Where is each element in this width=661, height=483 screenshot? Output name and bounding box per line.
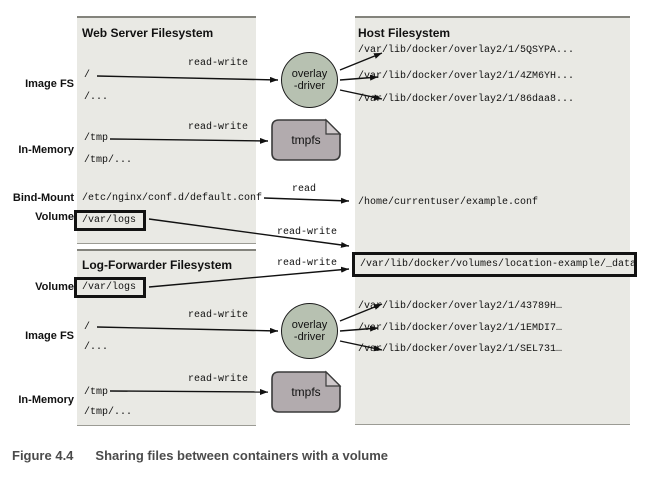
- web-volume-path: /var/logs: [82, 215, 137, 226]
- arrow-logf-tmp-to-tmpfs: [109, 388, 269, 395]
- edge-label-read-write: read-write: [277, 258, 338, 269]
- web-server-panel-title: Web Server Filesystem: [82, 26, 214, 40]
- host-bind-target-path: /home/currentuser/example.conf: [358, 197, 539, 208]
- logf-root-path: /: [84, 322, 91, 333]
- overlay-driver-node: overlay -driver: [281, 52, 338, 108]
- arrow-logf-volume-to-target: [148, 266, 350, 288]
- row-label-image-fs-1: Image FS: [25, 78, 74, 90]
- edge-label-read: read: [292, 184, 317, 195]
- host-overlay-path: /var/lib/docker/overlay2/1/5QSYPA...: [358, 45, 575, 56]
- arrow-overlay1-to-path2: [339, 74, 379, 81]
- host-overlay-path: /var/lib/docker/overlay2/1/4ZM6YH...: [358, 71, 575, 82]
- edge-label-read-write: read-write: [188, 122, 249, 133]
- overlay-driver-label-line2: -driver: [293, 80, 326, 92]
- overlay-driver-label-line2: -driver: [293, 331, 326, 343]
- arrow-overlay1-to-path3: [339, 89, 383, 101]
- tmpfs-node-label: tmpfs: [291, 133, 321, 147]
- arrow-web-root-to-overlay: [96, 75, 279, 83]
- tmpfs-node-icon: [271, 118, 342, 161]
- web-volume-box: /var/logs: [74, 210, 146, 231]
- log-forwarder-panel-title: Log-Forwarder Filesystem: [82, 258, 233, 272]
- row-label-in-memory-2: In-Memory: [18, 394, 74, 406]
- row-label-in-memory-1: In-Memory: [18, 144, 74, 156]
- web-root-path: /: [84, 70, 91, 81]
- overlay-driver-label-line1: overlay: [291, 319, 328, 331]
- arrow-web-tmp-to-tmpfs: [109, 137, 269, 144]
- web-tmp-more-path: /tmp/...: [84, 155, 133, 166]
- logf-root-more-path: /...: [84, 342, 109, 353]
- host-filesystem-panel: [355, 16, 630, 425]
- host-overlay-path: /var/lib/docker/overlay2/1/43789H…: [358, 301, 563, 312]
- arrow-overlay2-to-path1: [339, 303, 383, 322]
- host-overlay-path: /var/lib/docker/overlay2/1/86daa8...: [358, 94, 575, 105]
- edge-label-read-write: read-write: [188, 58, 249, 69]
- edge-label-read-write: read-write: [277, 227, 338, 238]
- host-volume-target-path: /var/lib/docker/volumes/location-example…: [360, 259, 637, 270]
- logf-volume-path: /var/logs: [82, 282, 137, 293]
- host-overlay-path: /var/lib/docker/overlay2/1/1EMDI7…: [358, 323, 563, 334]
- host-volume-target-box: /var/lib/docker/volumes/location-example…: [352, 252, 637, 277]
- arrow-logf-root-to-overlay: [96, 326, 279, 334]
- web-root-more-path: /...: [84, 92, 109, 103]
- row-label-volume-2: Volume: [35, 281, 74, 293]
- bind-source-path: /etc/nginx/conf.d/default.conf: [82, 193, 263, 204]
- arrow-overlay2-to-path3: [339, 340, 383, 352]
- figure-caption-text: Sharing files between containers with a …: [95, 448, 388, 463]
- row-label-bind-mount: Bind-Mount: [12, 192, 74, 204]
- arrow-bind-mount: [263, 197, 350, 204]
- row-label-volume-1: Volume: [35, 211, 74, 223]
- host-overlay-path: /var/lib/docker/overlay2/1/SEL731…: [358, 344, 563, 355]
- figure-caption-number: Figure 4.4: [12, 448, 74, 463]
- overlay-driver-node: overlay -driver: [281, 303, 338, 359]
- figure-caption: Figure 4.4 Sharing files between containe…: [12, 448, 388, 463]
- row-label-image-fs-2: Image FS: [25, 330, 74, 342]
- web-server-filesystem-panel: [77, 16, 256, 244]
- tmpfs-node-icon: [271, 370, 342, 413]
- arrow-overlay1-to-path1: [339, 52, 383, 71]
- logf-tmp-more-path: /tmp/...: [84, 407, 133, 418]
- web-tmp-path: /tmp: [84, 133, 109, 144]
- logf-volume-box: /var/logs: [74, 277, 146, 298]
- arrow-overlay2-to-path2: [339, 325, 379, 332]
- edge-label-read-write: read-write: [188, 310, 249, 321]
- host-panel-title: Host Filesystem: [358, 26, 451, 40]
- overlay-driver-label-line1: overlay: [291, 68, 328, 80]
- logf-tmp-path: /tmp: [84, 387, 109, 398]
- tmpfs-node-label: tmpfs: [291, 385, 321, 399]
- arrow-web-volume-to-target: [148, 218, 350, 248]
- edge-label-read-write: read-write: [188, 374, 249, 385]
